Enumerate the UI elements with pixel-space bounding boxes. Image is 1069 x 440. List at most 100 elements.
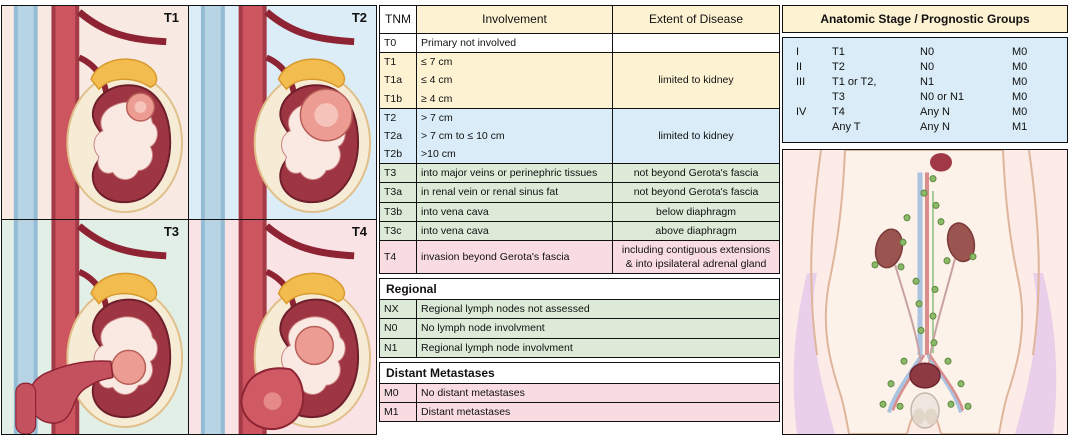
code-cell: T4 <box>379 239 417 275</box>
stage-m: M1 <box>1012 120 1028 133</box>
code-cell: T2 <box>379 107 417 127</box>
stage-label-t1: T1 <box>163 10 179 25</box>
col-header-tnm: TNM <box>379 5 417 34</box>
involvement-cell: into vena cava <box>416 201 613 222</box>
extent-cell: not beyond Gerota's fascia <box>612 163 780 184</box>
stage-t: T1 <box>832 45 845 58</box>
stage-numeral: II <box>796 60 803 73</box>
extent-cell <box>612 32 780 54</box>
kidney-t4-svg <box>189 220 376 434</box>
stage-n: N0 <box>920 45 935 58</box>
table-row-n0: N0 No lymph node involvment <box>379 318 780 339</box>
tnm-panel: TNM Involvement Extent of Disease T0 Pri… <box>379 5 780 423</box>
stage-row-1: I T1 N0 M0 <box>783 44 1067 59</box>
kidney-illustration-t3: T3 <box>2 220 189 434</box>
code-cell: M0 <box>379 382 417 403</box>
stage-panel: Anatomic Stage / Prognostic Groups I T1 … <box>782 5 1068 435</box>
extent-cell: below diaphragm <box>612 201 780 222</box>
stage-t: T3 <box>832 90 845 103</box>
stage-numeral <box>796 121 832 133</box>
stage-row-3: III T1 or T2, N1 M0 <box>783 74 1067 89</box>
stage-row-2: II T2 N0 M0 <box>783 59 1067 74</box>
stage-table: I T1 N0 M0 II T2 N0 M0 III T1 or T2, N1 … <box>782 37 1068 143</box>
involvement-cell: >10 cm <box>416 145 613 165</box>
code-cell: NX <box>379 299 417 320</box>
code-cell: N1 <box>379 337 417 358</box>
stage-row-4b: Any T Any N M1 <box>783 119 1067 134</box>
table-row-t3c: T3c into vena cava above diaphragm <box>379 220 780 241</box>
stage-t: T4 <box>832 105 845 118</box>
kidney-t2-svg <box>189 6 376 219</box>
stage-m: M0 <box>1012 75 1028 88</box>
code-cell: T3b <box>379 201 417 222</box>
stage-numeral <box>796 91 832 103</box>
stage-m: M0 <box>1012 45 1028 58</box>
text-cell: Distant metastases <box>416 401 780 423</box>
col-header-extent: Extent of Disease <box>612 5 780 34</box>
table-row-t2: T2 > 7 cm limited to kidney <box>379 107 780 165</box>
stage-row-4: IV T4 Any N M0 <box>783 104 1067 119</box>
table-row-m0: M0 No distant metastases <box>379 382 780 403</box>
involvement-cell: ≥ 4 cm <box>416 89 613 109</box>
table-row-n1: N1 Regional lymph node involvment <box>379 337 780 358</box>
table-row-t0: T0 Primary not involved <box>379 32 780 54</box>
kidney-t3-svg <box>2 220 188 434</box>
kidney-illustration-t1: T1 <box>2 6 189 220</box>
table-header-row: TNM Involvement Extent of Disease <box>379 5 780 34</box>
code-cell: T2a <box>379 126 417 146</box>
code-cell: M1 <box>379 401 417 423</box>
extent-cell: not beyond Gerota's fascia <box>612 182 780 203</box>
extent-cell: limited to kidney <box>612 52 780 109</box>
text-cell: Regional lymph node involvment <box>416 337 780 358</box>
table-row-t3a: T3a in renal vein or renal sinus fat not… <box>379 182 780 203</box>
code-cell: T3 <box>379 163 417 184</box>
text-cell: No lymph node involvment <box>416 318 780 339</box>
kidney-illustration-t2: T2 <box>189 6 376 220</box>
table-row-nx: NX Regional lymph nodes not assessed <box>379 299 780 320</box>
stage-t: Any T <box>832 120 861 133</box>
stage-n: Any N <box>920 120 950 133</box>
stage-n: N0 or N1 <box>920 90 965 103</box>
text-cell: Regional lymph nodes not assessed <box>416 299 780 320</box>
regional-table: NX Regional lymph nodes not assessed N0 … <box>379 299 780 358</box>
stage-t: T1 or T2, <box>832 75 877 88</box>
code-cell: T2b <box>379 145 417 165</box>
involvement-cell: > 7 cm to ≤ 10 cm <box>416 126 613 146</box>
stage-label-t3: T3 <box>163 224 179 239</box>
extent-cell: including contiguous extensions & into i… <box>612 239 780 275</box>
table-row-t4: T4 invasion beyond Gerota's fascia inclu… <box>379 239 780 275</box>
table-row-t3b: T3b into vena cava below diaphragm <box>379 201 780 222</box>
tnm-staging-table: TNM Involvement Extent of Disease T0 Pri… <box>379 5 780 275</box>
kidney-t1-svg <box>2 6 188 219</box>
code-cell: T3c <box>379 220 417 241</box>
stage-m: M0 <box>1012 90 1028 103</box>
stage-numeral: III <box>796 75 806 88</box>
stage-row-3b: T3 N0 or N1 M0 <box>783 89 1067 104</box>
involvement-cell: into vena cava <box>416 220 613 241</box>
stage-table-title: Anatomic Stage / Prognostic Groups <box>782 5 1068 33</box>
code-cell: T0 <box>379 32 417 54</box>
stage-n: N1 <box>920 75 935 88</box>
kidney-illustration-t4: T4 <box>189 220 376 434</box>
code-cell: T1a <box>379 71 417 90</box>
stage-label-t2: T2 <box>351 10 367 25</box>
stage-numeral: I <box>796 45 800 58</box>
regional-section-header: Regional <box>379 278 780 301</box>
code-cell: T3a <box>379 182 417 203</box>
stage-n: N0 <box>920 60 935 73</box>
stage-t: T2 <box>832 60 845 73</box>
stage-n: Any N <box>920 105 950 118</box>
code-cell: N0 <box>379 318 417 339</box>
distant-section-header: Distant Metastases <box>379 361 780 384</box>
extent-cell: above diaphragm <box>612 220 780 241</box>
table-row-t1: T1 ≤ 7 cm limited to kidney <box>379 52 780 109</box>
table-row-t3: T3 into major veins or perinephric tissu… <box>379 163 780 184</box>
involvement-cell: into major veins or perinephric tissues <box>416 163 613 184</box>
text-cell: No distant metastases <box>416 382 780 403</box>
involvement-cell: Primary not involved <box>416 32 613 54</box>
code-cell: T1 <box>379 52 417 72</box>
stage-m: M0 <box>1012 105 1028 118</box>
stage-label-t4: T4 <box>351 224 367 239</box>
involvement-cell: ≤ 4 cm <box>416 71 613 90</box>
